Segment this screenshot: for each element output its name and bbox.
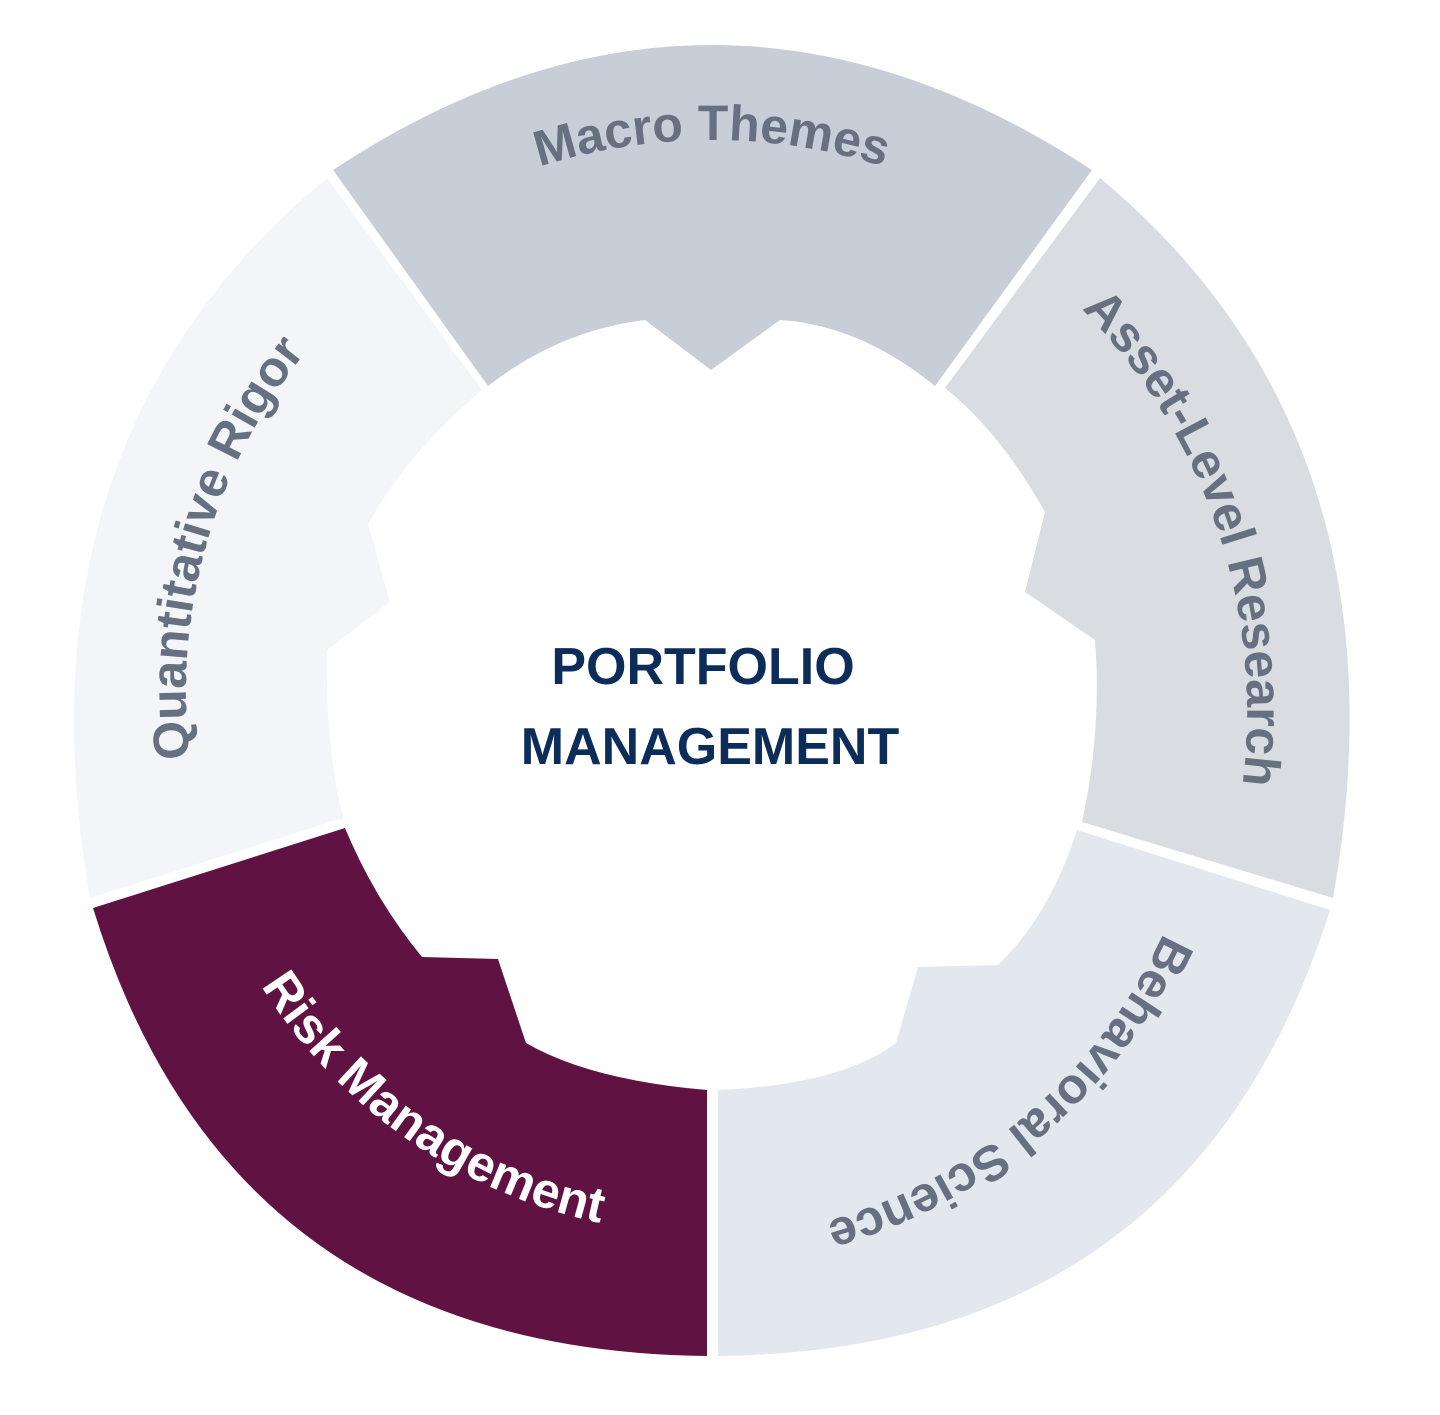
center-title-line-2: MANAGEMENT bbox=[521, 718, 900, 776]
segment-asset-level-research[interactable] bbox=[945, 178, 1350, 898]
center-title-line-1: PORTFOLIO bbox=[551, 638, 854, 696]
segment-quantitative-rigor[interactable] bbox=[73, 178, 482, 898]
segment-risk-management[interactable] bbox=[93, 828, 707, 1356]
segment-macro-themes[interactable] bbox=[333, 45, 1092, 386]
segment-behavioral-science[interactable] bbox=[718, 830, 1330, 1356]
